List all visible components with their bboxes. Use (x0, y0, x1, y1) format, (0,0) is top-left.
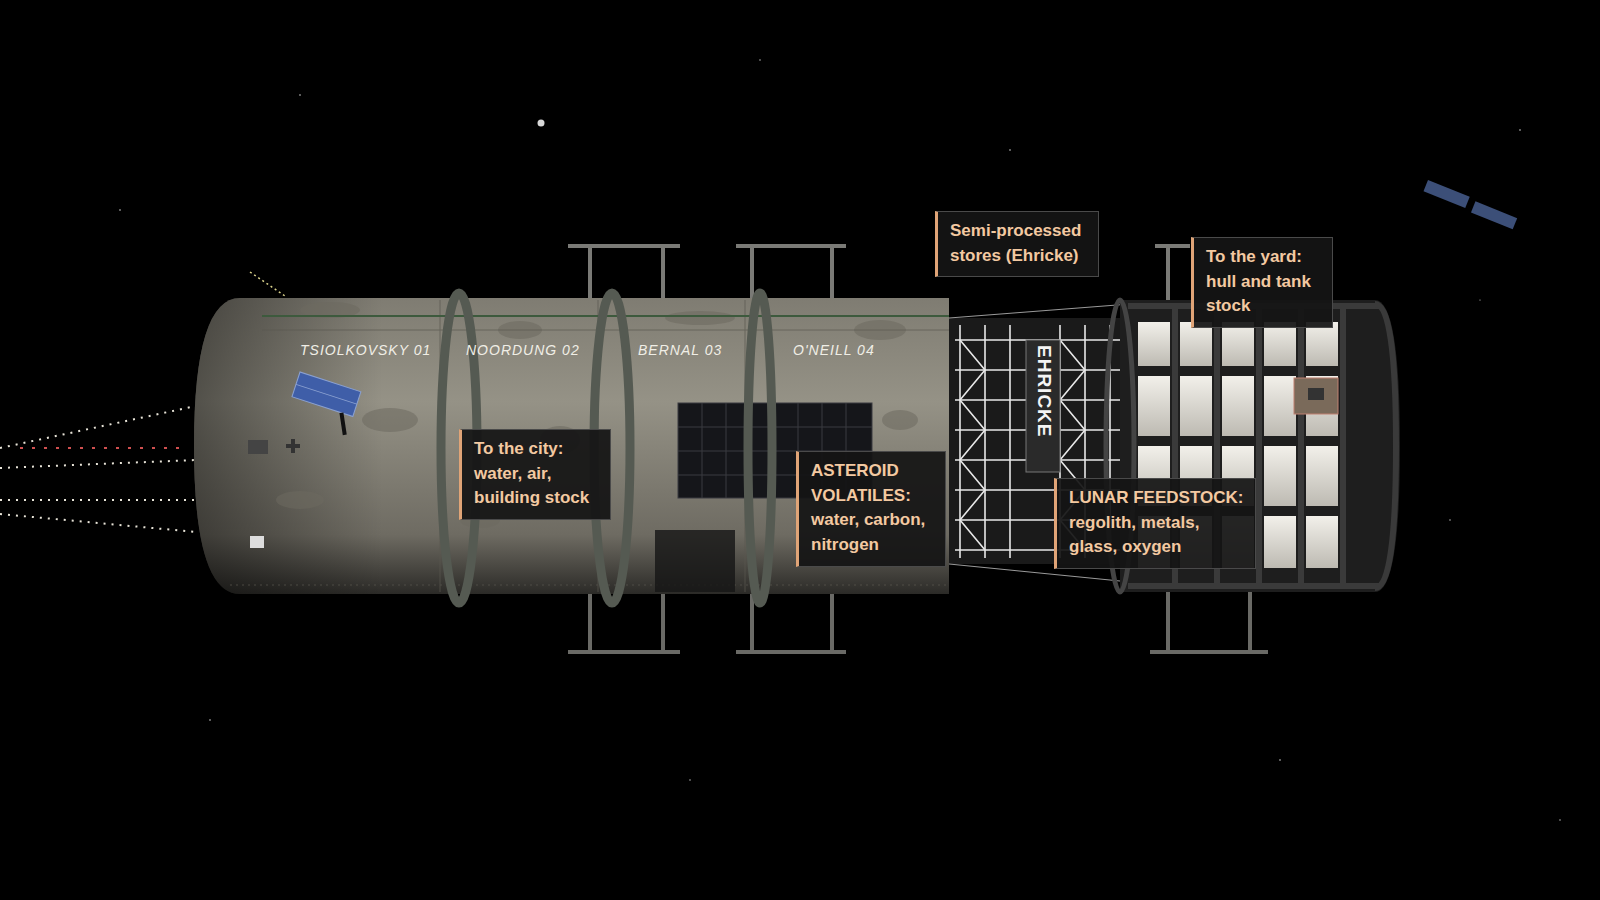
callout-body: hull and tank stock (1206, 270, 1322, 319)
callout-heading: ASTEROID VOLATILES: (811, 459, 935, 508)
callout-box: To the city:water, air, building stock (459, 429, 611, 520)
module-name: NOORDUNG 02 (466, 342, 580, 358)
module-name: BERNAL 03 (638, 342, 722, 358)
callout-box: LUNAR FEEDSTOCK:regolith, metals, glass,… (1054, 478, 1256, 569)
callout-heading: To the yard: (1206, 245, 1322, 270)
callout-box: Semi-processed stores (Ehricke) (935, 211, 1099, 277)
callout-body: water, carbon, nitrogen (811, 508, 935, 557)
module-name: O'NEILL 04 (793, 342, 875, 358)
callout-heading: To the city: (474, 437, 600, 462)
callout-box: ASTEROID VOLATILES:water, carbon, nitrog… (796, 451, 946, 567)
callout-body: water, air, building stock (474, 462, 600, 511)
callout-box: To the yard:hull and tank stock (1191, 237, 1333, 328)
callout-heading: LUNAR FEEDSTOCK: (1069, 486, 1245, 511)
truss-name: EHRICKE (1033, 345, 1055, 438)
callout-body: regolith, metals, glass, oxygen (1069, 511, 1245, 560)
module-name: TSIOLKOVSKY 01 (300, 342, 431, 358)
callout-heading: Semi-processed stores (Ehricke) (950, 219, 1088, 268)
